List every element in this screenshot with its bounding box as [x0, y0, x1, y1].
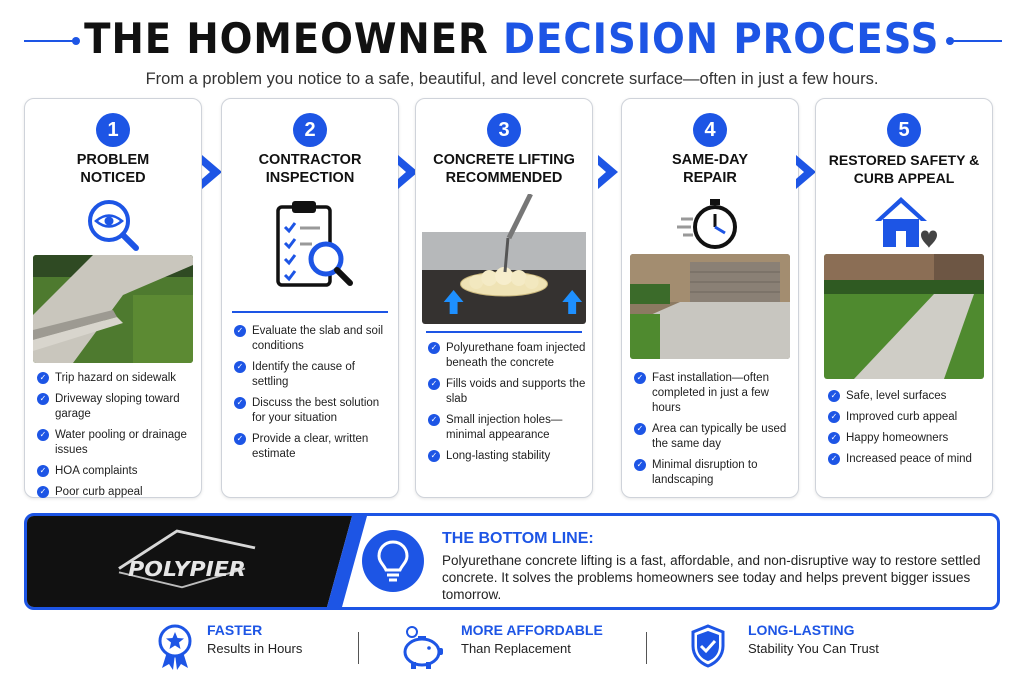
- chevron-right-icon: [796, 155, 816, 189]
- feature-long-lasting: LONG-LASTING Stability You Can Trust: [748, 622, 879, 674]
- eye-magnifier-icon: [78, 195, 148, 255]
- step-number-badge: 1: [96, 113, 130, 147]
- list-item: Safe, level surfaces: [828, 389, 986, 404]
- title-dark-part: THE HOMEOWNER: [84, 14, 489, 63]
- feature-subtitle: Than Replacement: [461, 641, 571, 656]
- house-heart-icon: [869, 193, 939, 253]
- feature-title: FASTER: [207, 622, 263, 638]
- list-item: Polyurethane foam injected beneath the c…: [428, 341, 586, 371]
- piggy-bank-icon: [403, 626, 443, 669]
- bottom-line-title: THE BOTTOM LINE:: [442, 530, 594, 547]
- award-ribbon-icon: [158, 624, 192, 670]
- step-title: RESTORED SAFETY &CURB APPEAL: [828, 152, 980, 186]
- polypier-logo: POLYPIER: [27, 516, 367, 607]
- list-item: Driveway sloping toward garage: [37, 392, 195, 422]
- list-item: Provide a clear, written estimate: [234, 432, 392, 462]
- feature-divider: [646, 632, 647, 664]
- feature-title: MORE AFFORDABLE: [461, 622, 603, 638]
- title-decor-dot-right: [946, 37, 954, 45]
- section-divider: [426, 331, 582, 333]
- step-number-badge: 5: [887, 113, 921, 147]
- chevron-right-icon: [598, 155, 618, 189]
- stopwatch-icon: [675, 193, 745, 253]
- list-item: Fills voids and supports the slab: [428, 377, 586, 407]
- sidewalk-crack-photo: [33, 255, 193, 363]
- title-decor-line-right: [952, 40, 1002, 42]
- list-item: Happy homeowners: [828, 431, 986, 446]
- restored-sidewalk-photo: [824, 254, 984, 379]
- step-bullet-list: Fast installation—often completed in jus…: [634, 371, 792, 494]
- feature-title: LONG-LASTING: [748, 622, 855, 638]
- title-blue-part: DECISION PROCESS: [503, 14, 940, 63]
- page-title: THE HOMEOWNER DECISION PROCESS: [0, 8, 1024, 70]
- title-decor-dot-left: [72, 37, 80, 45]
- list-item: Discuss the best solution for your situa…: [234, 396, 392, 426]
- feature-subtitle: Results in Hours: [207, 641, 303, 656]
- list-item: Small injection holes—minimal appearance: [428, 413, 586, 443]
- step-bullet-list: Polyurethane foam injected beneath the c…: [428, 341, 586, 470]
- bottom-line-text: Polyurethane concrete lifting is a fast,…: [442, 553, 981, 602]
- feature-subtitle: Stability You Can Trust: [748, 641, 879, 656]
- list-item: Trip hazard on sidewalk: [37, 371, 195, 386]
- foam-injection-illustration: [422, 194, 586, 324]
- step-number-badge: 4: [693, 113, 727, 147]
- list-item: Evaluate the slab and soil conditions: [234, 324, 392, 354]
- step-number-badge: 2: [293, 113, 327, 147]
- list-item: Minimal disruption to landscaping: [634, 458, 792, 488]
- list-item: Poor curb appeal: [37, 485, 195, 500]
- section-divider: [232, 311, 388, 313]
- step-bullet-list: Safe, level surfaces Improved curb appea…: [828, 389, 986, 473]
- svg-text:POLYPIER: POLYPIER: [128, 558, 246, 582]
- feature-more-affordable: MORE AFFORDABLE Than Replacement: [461, 622, 603, 674]
- feature-divider: [358, 632, 359, 664]
- step-bullet-list: Trip hazard on sidewalk Driveway sloping…: [37, 371, 195, 506]
- title-decor-line-left: [24, 40, 74, 42]
- shield-check-icon: [691, 624, 725, 668]
- list-item: Long-lasting stability: [428, 449, 586, 464]
- chevron-right-icon: [398, 155, 418, 189]
- list-item: HOA complaints: [37, 464, 195, 479]
- chevron-right-icon: [202, 155, 222, 189]
- step-card-5: 5 RESTORED SAFETY &CURB APPEAL Safe, lev…: [815, 98, 993, 498]
- driveway-garage-photo: [630, 254, 790, 359]
- list-item: Area can typically be used the same day: [634, 422, 792, 452]
- bottom-line-panel: POLYPIER THE BOTTOM LINE: Polyurethane c…: [24, 513, 1000, 610]
- list-item: Water pooling or drainage issues: [37, 428, 195, 458]
- list-item: Fast installation—often completed in jus…: [634, 371, 792, 416]
- clipboard-magnifier-icon: [260, 197, 360, 297]
- list-item: Increased peace of mind: [828, 452, 986, 467]
- list-item: Improved curb appeal: [828, 410, 986, 425]
- page-subtitle: From a problem you notice to a safe, bea…: [145, 70, 879, 88]
- step-bullet-list: Evaluate the slab and soil conditions Id…: [234, 324, 392, 468]
- lightbulb-icon: [362, 530, 424, 592]
- feature-faster: FASTER Results in Hours: [207, 622, 302, 674]
- step-number-badge: 3: [487, 113, 521, 147]
- list-item: Identify the cause of settling: [234, 360, 392, 390]
